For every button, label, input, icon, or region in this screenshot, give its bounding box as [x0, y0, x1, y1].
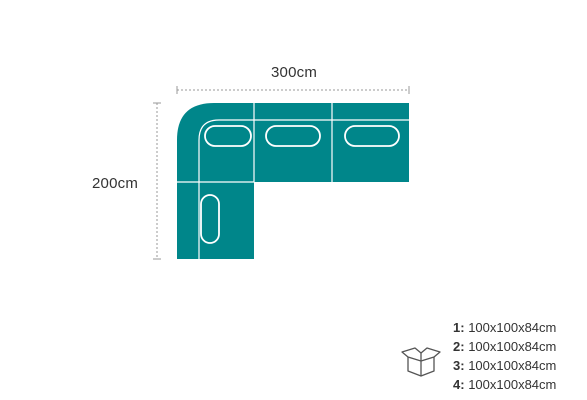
package-number: 1: [453, 320, 465, 335]
package-row: 1: 100x100x84cm [453, 318, 556, 337]
package-size: 100x100x84cm [468, 377, 557, 392]
depth-label: 200cm [92, 175, 139, 192]
package-number: 4: [453, 377, 465, 392]
cushion-3 [344, 125, 400, 147]
package-size: 100x100x84cm [468, 339, 557, 354]
package-size: 100x100x84cm [468, 358, 557, 373]
package-row: 2: 100x100x84cm [453, 337, 556, 356]
depth-dimension-line [153, 102, 161, 260]
package-row: 3: 100x100x84cm [453, 356, 556, 375]
package-size: 100x100x84cm [468, 320, 557, 335]
box-icon [400, 346, 442, 383]
package-row: 4: 100x100x84cm [453, 375, 556, 394]
package-number: 3: [453, 358, 465, 373]
package-list: 1: 100x100x84cm 2: 100x100x84cm 3: 100x1… [453, 318, 556, 394]
cushion-2 [265, 125, 321, 147]
cushion-1 [204, 125, 252, 147]
width-label: 300cm [271, 64, 318, 81]
width-dimension-line [176, 86, 410, 94]
module-lines [177, 103, 409, 259]
package-number: 2: [453, 339, 465, 354]
cushion-4 [200, 194, 220, 244]
